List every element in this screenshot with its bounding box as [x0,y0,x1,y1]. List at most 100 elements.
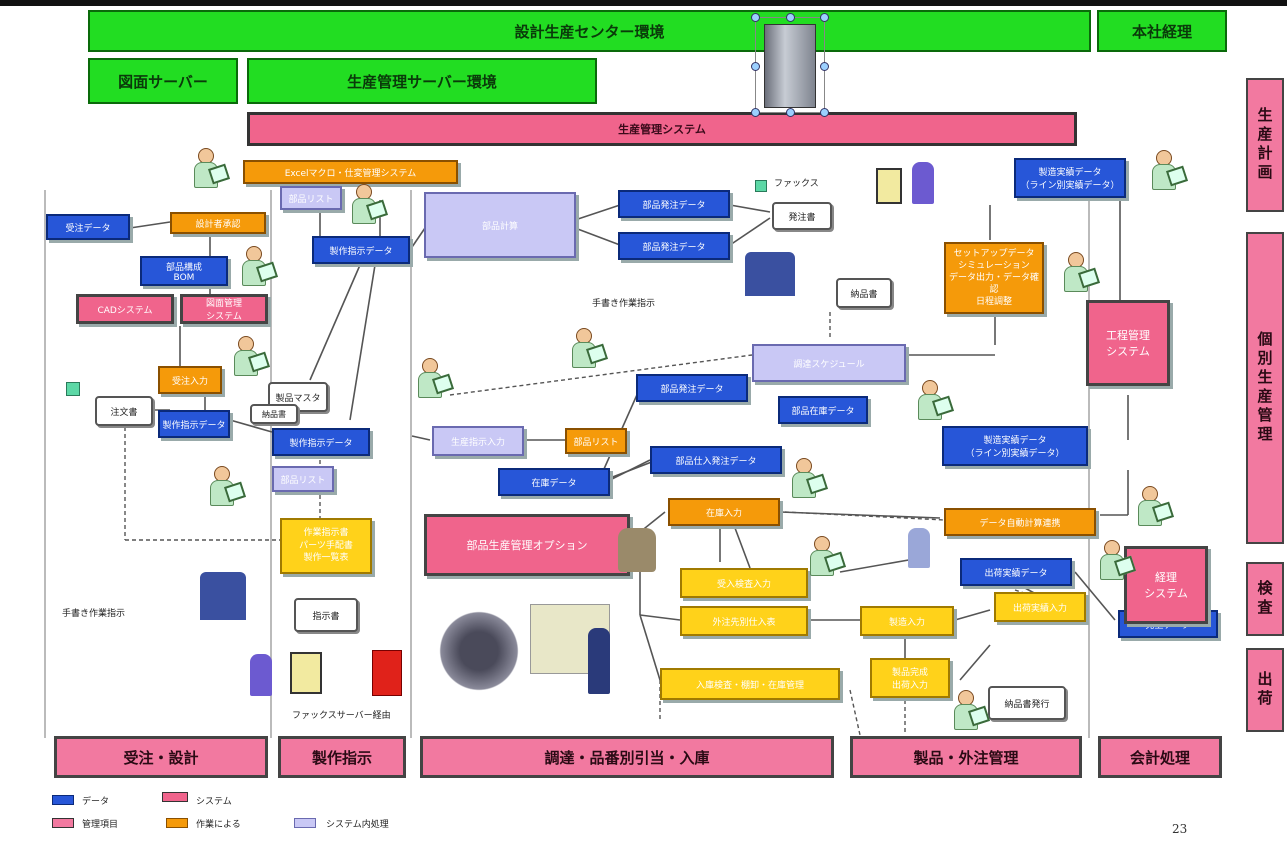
ship-data-node[interactable]: 出荷実績データ [960,558,1072,586]
side-label-text: 個別生産管理 [1255,331,1274,445]
receipt-small-doc[interactable]: 納品書 [250,404,298,424]
order-sheet-doc[interactable]: 発注書 [772,202,832,230]
ship-input-node[interactable]: 出荷実績入力 [994,592,1086,622]
parts-order-data-a-label: 部品発注データ [642,200,706,211]
parts-order-data-b-node[interactable]: 部品発注データ [618,232,730,260]
side-label-text: 出荷 [1255,671,1274,709]
process-mgmt-system[interactable]: 工程管理 システム [1086,300,1170,386]
drawing-mgmt-node[interactable]: 図面管理 システム [180,294,268,324]
work-input-label: 生産指示入力 [450,437,505,448]
parts-list2-node[interactable]: 部品リスト [272,466,334,492]
teal-marker-icon [755,180,767,192]
parts-list2-label: 部品リスト [280,475,326,486]
process-input-label: 製造入力 [888,617,925,628]
person-standing-icon [250,654,272,696]
purchase-order-data-node[interactable]: 部品仕入発注データ [650,446,782,474]
order-note-doc[interactable]: 注文書 [95,396,153,426]
receipt-small-label: 納品書 [262,409,286,419]
alloc-data-label: 部品発注データ [660,384,724,395]
person-pc-icon [1150,150,1189,194]
parts-calc-label: 部品計算 [481,221,518,232]
order-sheet-label: 発注書 [788,212,816,223]
stage-label: 会計処理 [1129,748,1190,767]
cad-system-label: CADシステム [97,305,153,316]
selection-handle[interactable] [820,13,829,22]
person-pc-icon [208,466,247,510]
stock-data-mid-node[interactable]: 部品在庫データ [778,396,868,424]
production-system-label: 生産管理システム [618,123,706,136]
orange-right-big-node[interactable]: セットアップデータ シミュレーション データ出力・データ確認 日程調整 [944,242,1044,314]
column-divider [270,190,272,738]
procure-schedule-label: 調達スケジュール [793,359,865,370]
order-data-label: 受注データ [65,223,111,234]
work-data-node[interactable]: 製作指示データ [272,428,370,456]
drawing-server-bar: 図面サーバー [88,58,238,104]
selection-handle[interactable] [751,62,760,71]
selection-handle[interactable] [751,13,760,22]
production-data-mid-node[interactable]: 製作指示データ [312,236,410,264]
ship-data-label: 出荷実績データ [984,568,1048,579]
lav-small-node[interactable]: 部品リスト [280,186,342,210]
data-link-node[interactable]: データ自動計算連携 [944,508,1096,536]
purchase-order-data-label: 部品仕入発注データ [675,456,757,467]
excel-macro-node[interactable]: Excelマクロ・仕変管理システム [243,160,458,184]
parts-mgmt-option-node[interactable]: 部品生産管理オプション [424,514,630,576]
legend-swatch-blue [52,795,74,805]
selection-handle[interactable] [786,108,795,117]
work-data-label: 製作指示データ [289,438,353,449]
accounting-env-bar: 本社経理 [1097,10,1227,52]
process-input-node[interactable]: 製造入力 [860,606,954,636]
stock-data-node[interactable]: 在庫データ [498,468,610,496]
person-pc-icon [192,148,231,192]
server-icon[interactable] [751,13,829,117]
design-approval-node[interactable]: 設計者承認 [170,212,266,234]
legend-swatch-pink [162,792,188,802]
parts-calc-node[interactable]: 部品計算 [424,192,576,258]
outsource-mgmt-label: 外注先別仕入表 [712,617,776,628]
blue-right-top-node[interactable]: 製造実績データ （ライン別実績データ） [1014,158,1126,198]
stock-data-mid-label: 部品在庫データ [791,406,855,417]
production-data-left-node[interactable]: 製作指示データ [158,410,230,438]
yellow-instruction-label: 作業指示書 パーツ手配書 製作一覧表 [299,528,353,564]
receiving-node[interactable]: 受入検査入力 [680,568,808,598]
stock-in-node[interactable]: 在庫入力 [668,498,780,526]
stage-label: 製作指示 [311,748,372,767]
selection-handle[interactable] [751,108,760,117]
sales-data-label: 売上データ [1145,620,1191,631]
side-label-plan: 生産計画 [1246,78,1284,212]
excel-macro-label: Excelマクロ・仕変管理システム [284,168,417,179]
stage-production-instruction: 製作指示 [278,736,406,778]
receiving-label: 受入検査入力 [716,579,771,590]
parts-order-data-a-node[interactable]: 部品発注データ [618,190,730,218]
server-body [764,24,816,108]
center-env-label: 設計生産センター環境 [514,22,665,41]
fax-server-label: ファックスサーバー経由 [292,711,391,721]
order-input-node[interactable]: 受注入力 [158,366,222,394]
selection-handle[interactable] [820,62,829,71]
center-env-bar: 設計生産センター環境 [88,10,1091,52]
alloc-data-node[interactable]: 部品発注データ [636,374,748,402]
monthly-check-label: 入庫検査・棚卸・在庫管理 [695,680,804,691]
outsource-mgmt-node[interactable]: 外注先別仕入表 [680,606,808,636]
order-data-node[interactable]: 受注データ [46,214,130,240]
blue-right-mid-node[interactable]: 製造実績データ （ライン別実績データ） [942,426,1088,466]
work-input-node[interactable]: 生産指示入力 [432,426,524,456]
finished-input-node[interactable]: 製品完成 出荷入力 [870,658,950,698]
yellow-instruction-node[interactable]: 作業指示書 パーツ手配書 製作一覧表 [280,518,372,574]
worker-icon [745,252,795,296]
inventory-sheet-doc[interactable]: 指示書 [294,598,358,632]
legend-label-blue: データ [82,797,110,807]
parts-bom-node[interactable]: 部品構成 BOM [140,256,228,286]
monthly-check-node[interactable]: 入庫検査・棚卸・在庫管理 [660,668,840,700]
parts-list-orange-node[interactable]: 部品リスト [565,428,627,454]
receipt-sheet-doc[interactable]: 納品書 [836,278,892,308]
selection-handle[interactable] [820,108,829,117]
accounting-env-label: 本社経理 [1131,22,1192,41]
parts-order-data-b-label: 部品発注データ [642,242,706,253]
cad-system-node[interactable]: CADシステム [76,294,174,324]
postbox-icon [372,650,402,696]
procure-schedule-node[interactable]: 調達スケジュール [752,344,906,382]
accounting-system[interactable]: 経理 システム [1124,546,1208,624]
selection-handle[interactable] [786,13,795,22]
delivery-slip-doc[interactable]: 納品書発行 [988,686,1066,720]
